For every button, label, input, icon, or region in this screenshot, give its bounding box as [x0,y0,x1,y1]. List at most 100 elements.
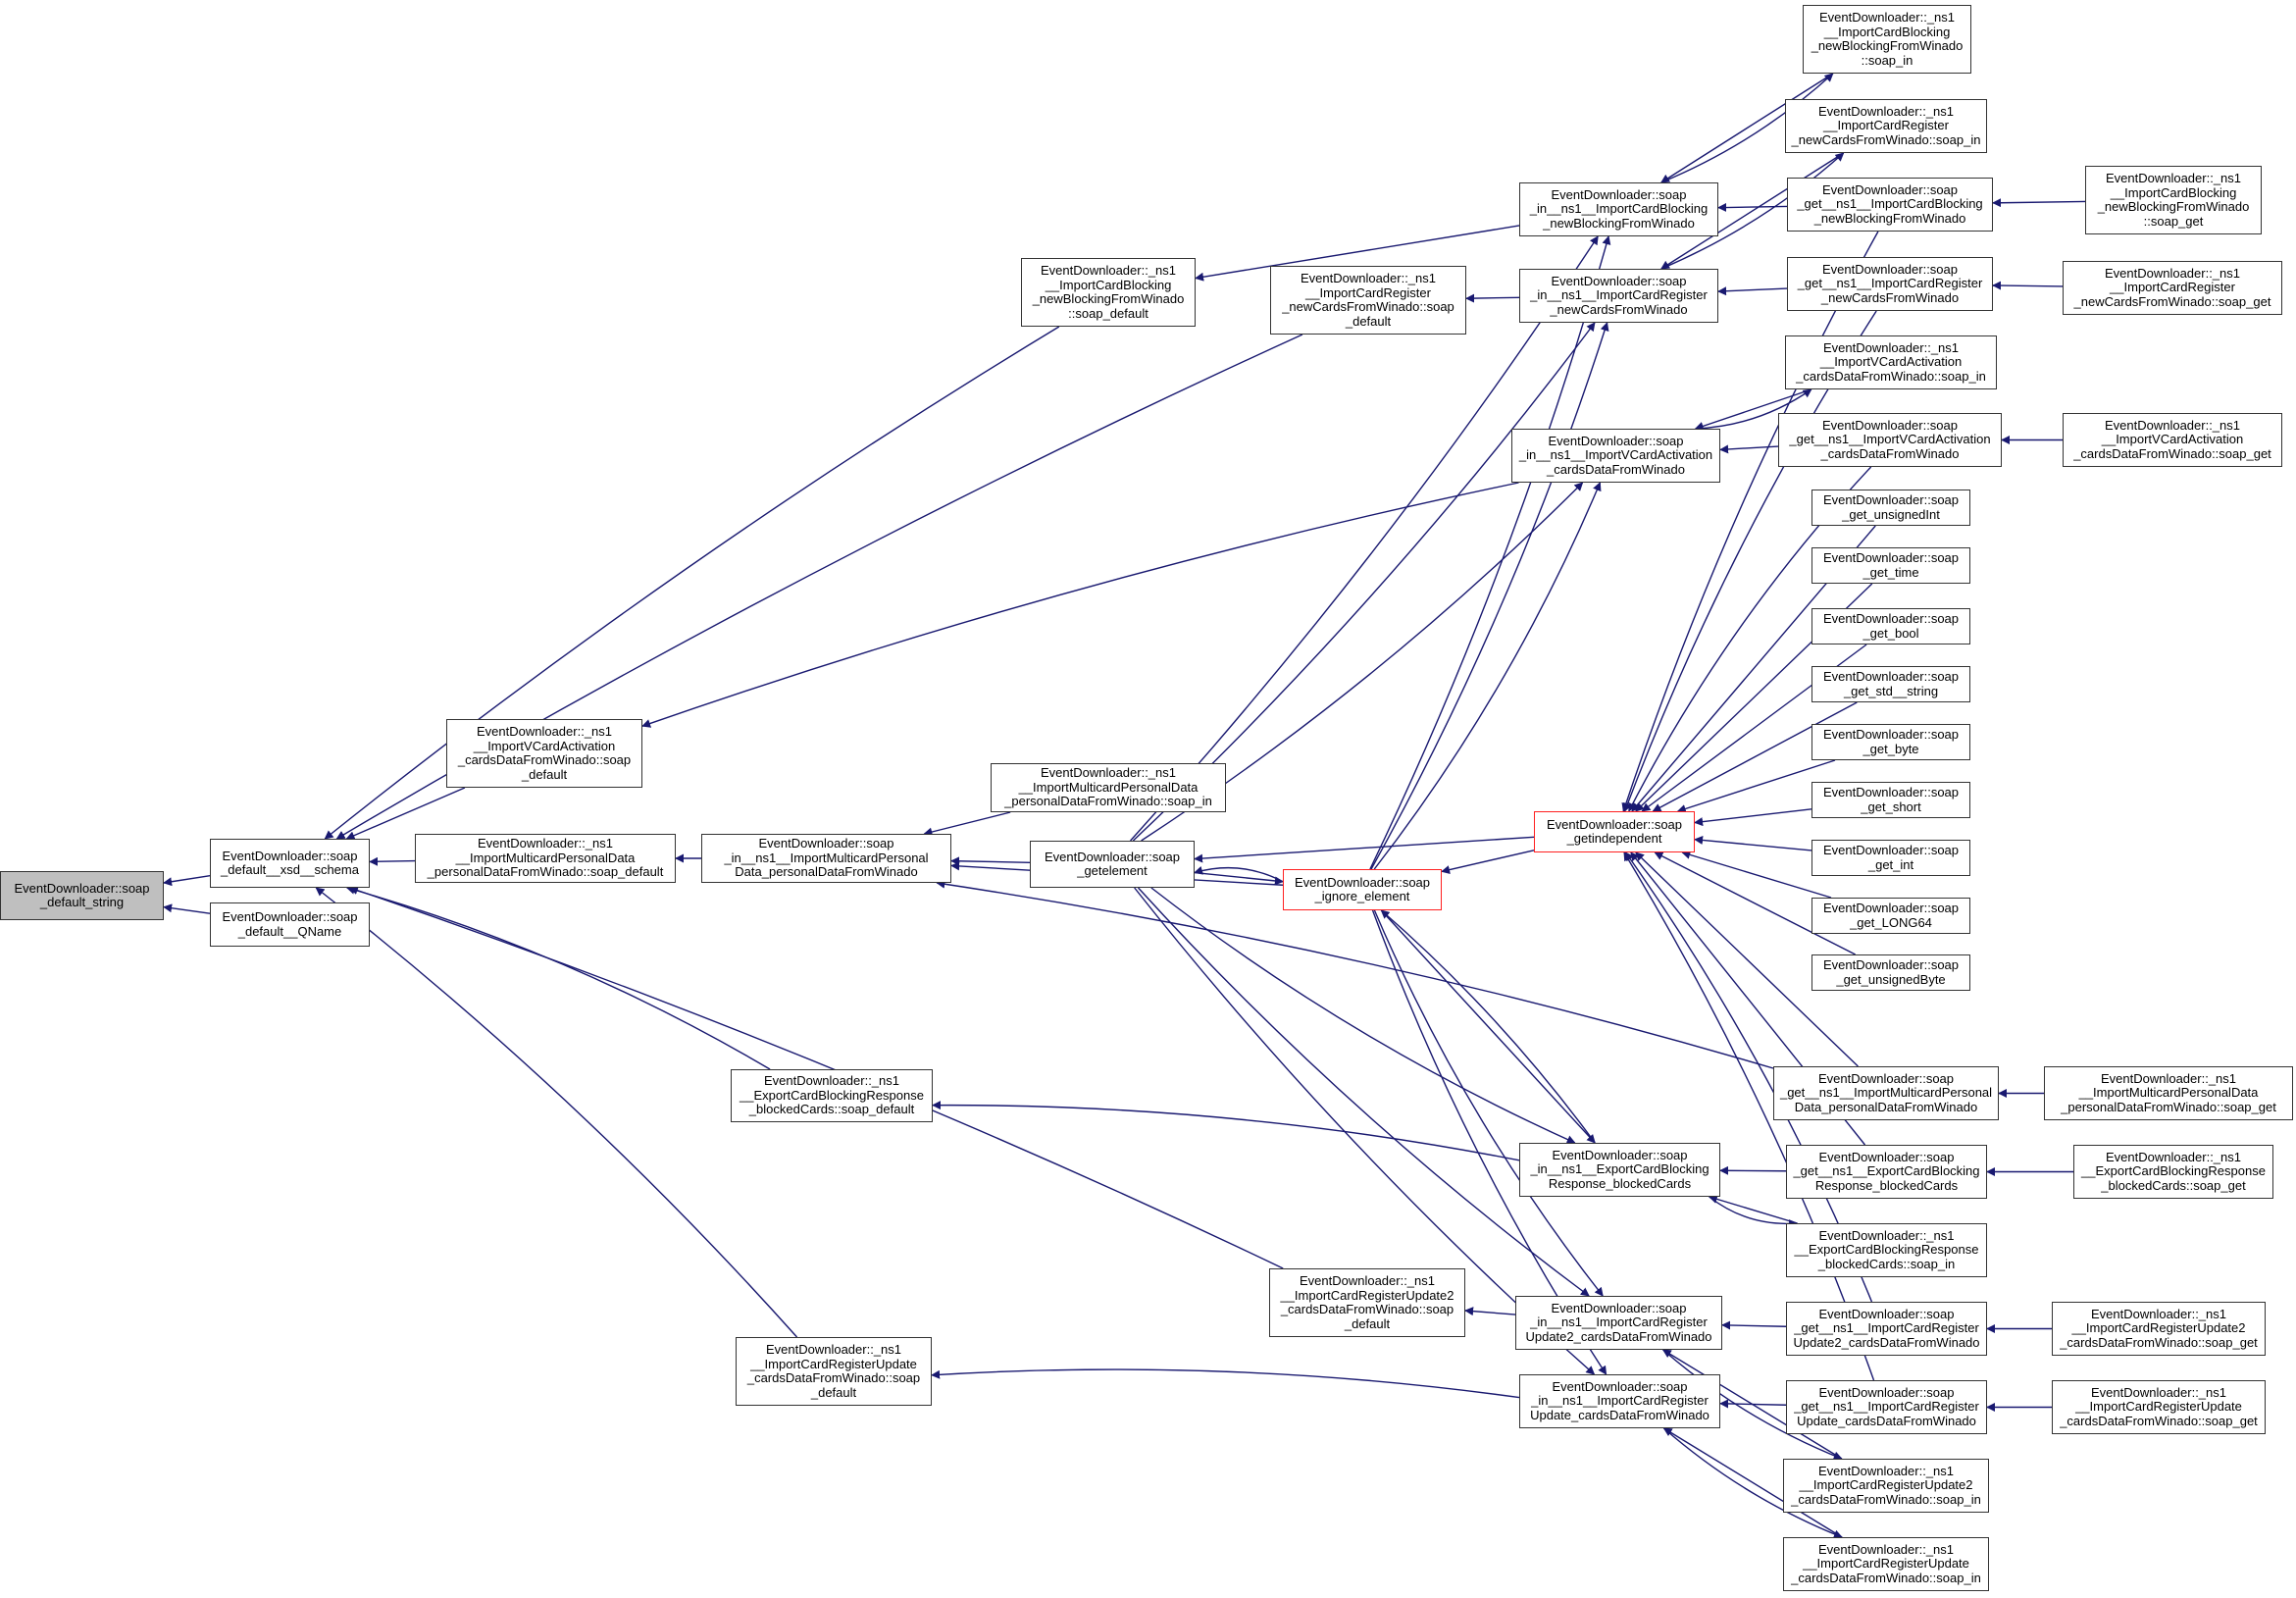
call-edge [1676,759,1836,813]
graph-node[interactable]: EventDownloader::_ns1 __ImportCardRegist… [1269,1268,1465,1337]
graph-node[interactable]: EventDownloader::_ns1 __ImportVCardActiv… [1785,335,1997,389]
graph-node[interactable]: EventDownloader::_ns1 __ImportCardBlocki… [2085,166,2262,234]
graph-node[interactable]: EventDownloader::soap _in__ns1__ImportCa… [1515,1296,1722,1350]
call-edge [1373,482,1602,870]
call-edge [1681,851,1832,899]
graph-node-label: EventDownloader::_ns1 __ImportVCardActiv… [457,724,632,782]
graph-node[interactable]: EventDownloader::_ns1 __ImportMulticardP… [2044,1066,2293,1120]
call-edge [345,787,466,840]
graph-node-label: EventDownloader::soap _get_short [1822,785,1960,814]
call-edge [1660,73,1834,183]
graph-node-label: EventDownloader::_ns1 __ExportCardBlocki… [740,1073,924,1117]
graph-node[interactable]: EventDownloader::soap _get_time [1811,547,1970,584]
call-edge [923,811,1011,837]
graph-node[interactable]: EventDownloader::_ns1 __ImportCardRegist… [1783,1459,1989,1513]
graph-node[interactable]: EventDownloader::soap _get_unsignedInt [1811,490,1970,526]
graph-node[interactable]: EventDownloader::soap _get__ns1__ImportC… [1787,178,1993,232]
graph-node[interactable]: EventDownloader::soap _get__ns1__ImportC… [1786,1380,1987,1434]
call-edge [315,887,798,1338]
graph-node[interactable]: EventDownloader::_ns1 __ImportCardRegist… [1783,1537,1989,1591]
graph-node[interactable]: EventDownloader::soap _ignore_element [1283,869,1442,910]
call-edge [163,903,211,914]
graph-node[interactable]: EventDownloader::soap _get_short [1811,782,1970,818]
graph-node[interactable]: EventDownloader::_ns1 __ImportCardRegist… [736,1337,932,1406]
graph-node-label: EventDownloader::soap _ignore_element [1294,874,1431,903]
graph-node[interactable]: EventDownloader::soap _get__ns1__ImportC… [1787,257,1993,311]
graph-node[interactable]: EventDownloader::soap _get_LONG64 [1811,898,1970,934]
graph-node-label: EventDownloader::_ns1 __ImportCardRegist… [1280,1273,1454,1331]
graph-node[interactable]: EventDownloader::_ns1 __ImportCardRegist… [2052,1302,2266,1356]
graph-node[interactable]: EventDownloader::_ns1 __ImportMulticardP… [415,834,676,883]
graph-node[interactable]: EventDownloader::_ns1 __ImportVCardActiv… [446,719,642,788]
graph-node[interactable]: EventDownloader::soap _get_bool [1811,608,1970,644]
graph-node-label: EventDownloader::_ns1 __ExportCardBlocki… [2081,1149,2266,1193]
graph-node-label: EventDownloader::soap _get_unsignedByte [1822,957,1960,987]
graph-node-label: EventDownloader::soap _in__ns1__ImportCa… [1530,1378,1709,1422]
graph-node[interactable]: EventDownloader::soap _default__xsd__sch… [210,839,370,888]
graph-node[interactable]: EventDownloader::soap _in__ns1__ImportCa… [1519,269,1718,323]
graph-node[interactable]: EventDownloader::_ns1 __ImportCardRegist… [1785,99,1987,153]
graph-node[interactable]: EventDownloader::soap _get__ns1__ImportC… [1786,1302,1987,1356]
graph-node[interactable]: EventDownloader::_ns1 __ExportCardBlocki… [2073,1145,2273,1199]
call-edge [950,856,1031,866]
graph-node[interactable]: EventDownloader::soap _get__ns1__ImportV… [1778,413,2002,467]
graph-node-label: EventDownloader::_ns1 __ImportCardRegist… [2060,1306,2258,1350]
graph-node[interactable]: EventDownloader::soap _default_string [0,871,164,920]
graph-node[interactable]: EventDownloader::_ns1 __ImportVCardActiv… [2063,413,2282,467]
graph-node-label: EventDownloader::_ns1 __ImportCardRegist… [1791,1541,1981,1585]
graph-node[interactable]: EventDownloader::soap _get_byte [1811,724,1970,760]
graph-node-label: EventDownloader::soap _get_time [1822,550,1960,580]
graph-node[interactable]: EventDownloader::_ns1 __ImportCardRegist… [2052,1380,2266,1434]
graph-node[interactable]: EventDownloader::_ns1 __ImportCardBlocki… [1803,5,1971,74]
graph-node[interactable]: EventDownloader::soap _in__ns1__ImportCa… [1519,1374,1720,1428]
call-edge [369,856,416,866]
call-edge [931,1368,1520,1399]
call-edge [1654,851,1856,955]
graph-node-label: EventDownloader::soap _get__ns1__ImportC… [1794,1384,1979,1428]
graph-node[interactable]: EventDownloader::_ns1 __ImportCardRegist… [2063,261,2282,315]
graph-node-label: EventDownloader::soap _get__ns1__ImportC… [1797,261,1983,305]
graph-node[interactable]: EventDownloader::soap _get_unsignedByte [1811,954,1970,991]
graph-node[interactable]: EventDownloader::soap _getelement [1030,841,1195,888]
graph-node-label: EventDownloader::_ns1 __ImportCardBlocki… [1811,10,1964,68]
call-edge [1138,887,1590,1297]
graph-node[interactable]: EventDownloader::soap _in__ns1__ImportMu… [701,834,951,883]
graph-node[interactable]: EventDownloader::_ns1 __ImportMulticardP… [991,763,1226,812]
graph-node[interactable]: EventDownloader::soap _getindependent [1534,811,1695,852]
graph-node[interactable]: EventDownloader::soap _get__ns1__ImportM… [1773,1066,1999,1120]
graph-node[interactable]: EventDownloader::_ns1 __ImportCardBlocki… [1021,258,1196,327]
call-edge [345,885,771,1070]
call-edge [1662,1427,1843,1538]
call-edge [1150,887,1576,1144]
graph-node-label: EventDownloader::soap _get_unsignedInt [1822,492,1960,522]
call-edge [1441,850,1535,874]
graph-node[interactable]: EventDownloader::_ns1 __ExportCardBlocki… [731,1069,933,1122]
graph-node-label: EventDownloader::_ns1 __ImportMulticardP… [2061,1070,2276,1114]
graph-node[interactable]: EventDownloader::soap _in__ns1__ImportVC… [1511,429,1720,483]
graph-node-label: EventDownloader::soap _get__ns1__ExportC… [1793,1149,1980,1193]
graph-node-label: EventDownloader::_ns1 __ImportCardRegist… [1791,1463,1981,1507]
call-edge [1194,836,1535,863]
call-edge [1373,909,1604,1297]
graph-node-label: EventDownloader::_ns1 __ImportCardRegist… [746,1342,921,1400]
graph-node[interactable]: EventDownloader::soap _in__ns1__ImportCa… [1519,182,1718,236]
graph-node-label: EventDownloader::soap _getelement [1044,849,1181,878]
graph-node[interactable]: EventDownloader::_ns1 __ImportCardRegist… [1270,266,1466,335]
call-edge [1694,808,1812,827]
graph-node-label: EventDownloader::_ns1 __ImportMulticardP… [427,836,664,880]
graph-node[interactable]: EventDownloader::soap _get__ns1__ExportC… [1786,1145,1987,1199]
call-edge [324,326,1060,840]
graph-node-label: EventDownloader::soap _default__QName [222,909,358,939]
graph-node[interactable]: EventDownloader::soap _default__QName [210,902,370,947]
graph-node[interactable]: EventDownloader::soap _in__ns1__ExportCa… [1519,1143,1720,1197]
graph-node-label: EventDownloader::_ns1 __ImportCardRegist… [2073,265,2271,309]
call-edge [932,1101,1520,1161]
graph-node-label: EventDownloader::soap _get_byte [1822,727,1960,756]
graph-node-label: EventDownloader::soap _in__ns1__ImportMu… [724,836,929,880]
graph-node-label: EventDownloader::soap _get_bool [1822,611,1960,641]
graph-node[interactable]: EventDownloader::_ns1 __ExportCardBlocki… [1786,1223,1987,1277]
graph-node[interactable]: EventDownloader::soap _get_std__string [1811,666,1970,702]
graph-node-label: EventDownloader::soap _get_std__string [1822,669,1960,698]
graph-node[interactable]: EventDownloader::soap _get_int [1811,840,1970,876]
graph-node-label: EventDownloader::soap _in__ns1__ExportCa… [1530,1147,1709,1191]
